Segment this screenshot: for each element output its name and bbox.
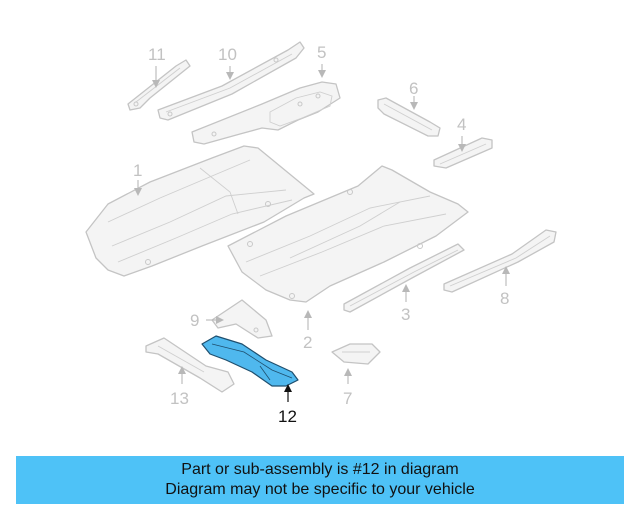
leader-lines: [134, 64, 510, 402]
part-1-front-floor[interactable]: [85, 145, 315, 277]
part-2-rear-floor[interactable]: [227, 165, 469, 303]
callout-11: 11: [148, 45, 166, 64]
part-7-bracket[interactable]: [331, 343, 381, 365]
part-13-bracket[interactable]: [145, 337, 235, 393]
callout-13: 13: [170, 389, 189, 408]
callout-3: 3: [401, 305, 410, 324]
info-banner: Part or sub-assembly is #12 in diagram D…: [16, 456, 624, 504]
part-8-rail[interactable]: [443, 229, 557, 293]
part-5-panel[interactable]: [191, 81, 341, 145]
part-10-rail[interactable]: [157, 41, 305, 121]
banner-line-part-number: Part or sub-assembly is #12 in diagram: [181, 461, 459, 478]
callout-4: 4: [457, 115, 466, 134]
callout-5: 5: [317, 43, 326, 62]
callout-7: 7: [343, 389, 352, 408]
part-12-crossmember-highlighted[interactable]: [201, 335, 299, 387]
part-4-bracket[interactable]: [433, 137, 493, 169]
callout-9: 9: [190, 311, 199, 330]
callout-8: 8: [500, 289, 509, 308]
callout-10: 10: [218, 45, 237, 64]
callout-6: 6: [409, 79, 418, 98]
callout-12-highlighted: 12: [278, 407, 297, 426]
callout-2: 2: [303, 333, 312, 352]
part-6-bracket[interactable]: [377, 97, 441, 137]
parts-diagram: 11 10 5 6 4 1 2 3 8 9 13 7 12: [85, 41, 557, 426]
part-11-rail[interactable]: [127, 59, 191, 111]
banner-line-disclaimer: Diagram may not be specific to your vehi…: [165, 481, 475, 498]
callout-1: 1: [133, 161, 142, 180]
part-3-sill[interactable]: [343, 243, 465, 313]
part-9-bracket[interactable]: [211, 299, 273, 339]
